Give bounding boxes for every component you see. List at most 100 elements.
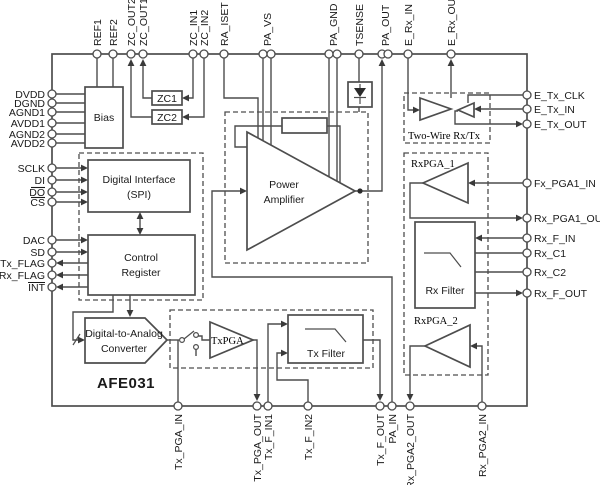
control-register-label-line2: Register xyxy=(121,267,161,279)
pin-label-sd: SD xyxy=(30,247,45,259)
wire-e-rx-in xyxy=(407,58,413,111)
pin-e-tx-in xyxy=(522,104,532,114)
pin-int xyxy=(47,282,57,292)
bias-label: Bias xyxy=(94,112,114,124)
arrow-pa-out xyxy=(378,59,386,66)
pin-dvdd xyxy=(47,89,57,99)
arrow-tx-f-in2 xyxy=(281,349,288,357)
pin-label-pa-vs: PA_VS xyxy=(262,13,274,46)
arrow-control-dac xyxy=(126,310,134,317)
pin-ra-iset xyxy=(219,49,229,59)
pin-label-rx-f-out: Rx_F_OUT xyxy=(534,288,588,300)
wire-rx-pga2-out xyxy=(409,345,425,396)
arrow-rx-f-out xyxy=(516,289,523,297)
wire-rx-pga2-in xyxy=(477,345,483,402)
pin-do xyxy=(47,187,57,197)
wire-zc-out1 xyxy=(142,64,152,99)
wire-pa-out xyxy=(355,64,383,192)
right-pins xyxy=(522,90,532,298)
pin-label-zc-in1: ZC_IN1 xyxy=(188,10,200,46)
arrow-e-rx-in xyxy=(413,106,420,114)
pin-sclk xyxy=(47,163,57,173)
switch-lever xyxy=(183,330,195,340)
pin-label-e-tx-out: E_Tx_OUT xyxy=(534,119,587,131)
tx-filter-label: Tx Filter xyxy=(307,348,345,360)
wire-zc-out2 xyxy=(130,64,152,118)
junction-pa-out xyxy=(357,188,363,194)
pin-e-tx-clk xyxy=(522,90,532,100)
pin-label-fx-pga1-in: Fx_PGA1_IN xyxy=(534,178,596,190)
two-wire-tx-amp xyxy=(455,101,475,119)
pin-tx-pga-in xyxy=(173,401,183,411)
spi-group-dashed-box xyxy=(78,152,204,301)
pin-zc-in2 xyxy=(199,49,209,59)
tx-path-dashed-box xyxy=(169,309,374,369)
zc2-block xyxy=(151,109,183,125)
pin-rx-c2 xyxy=(522,267,532,277)
pin-label-e-rx-out: E_Rx_OUT xyxy=(446,0,458,46)
wire-zc-in1 xyxy=(188,58,194,99)
rx-filter-block xyxy=(414,221,476,309)
arrow-tx-flag xyxy=(56,259,63,267)
pin-label-di: DI xyxy=(35,175,46,187)
arrow-zc-out1 xyxy=(139,59,147,66)
arrow-rx-pga2-out xyxy=(406,394,414,401)
pin-label-dac: DAC xyxy=(23,235,46,247)
pin-cs xyxy=(47,197,57,207)
arrow-e-rx-out xyxy=(447,59,455,66)
pin-label-avdd1: AVDD1 xyxy=(11,118,45,130)
pin-label-tx-f-in1: Tx_F_IN1 xyxy=(263,414,275,460)
pin-zc-out2 xyxy=(126,49,136,59)
pin-rx-flag xyxy=(47,270,57,280)
wire-ra-iset xyxy=(223,58,259,138)
arrow-tx-f-out xyxy=(376,394,384,401)
dac-label-line2: Converter xyxy=(101,343,148,355)
pin-rx-pga2-in xyxy=(477,401,487,411)
pin-pa-gnd-1 xyxy=(324,49,334,59)
diode-triangle xyxy=(354,88,366,97)
wire-tx-filter-out xyxy=(363,339,381,396)
arrow-dac-pin xyxy=(81,236,88,244)
pin-label-tx-pga-out: Tx_PGA_OUT xyxy=(252,413,264,481)
pin-label-tx-f-in2: Tx_F_IN2 xyxy=(303,414,315,460)
digital-interface-label-line2: (SPI) xyxy=(127,189,151,201)
pin-label-pa-gnd: PA_GND xyxy=(328,3,340,46)
two-wire-rx-amp xyxy=(419,96,454,122)
pin-pa-vs-1 xyxy=(258,49,268,59)
pin-label-e-rx-in: E_Rx_IN xyxy=(403,4,415,46)
pin-fx-pga1-in xyxy=(522,178,532,188)
pin-dgnd xyxy=(47,98,57,108)
wire-tx-f-in1 xyxy=(267,323,281,402)
wire-pa-in xyxy=(211,190,393,402)
wire-rx-pga1-out xyxy=(409,182,516,219)
digital-interface-block xyxy=(87,159,191,213)
pin-sd xyxy=(47,247,57,257)
pin-label-zc-in2: ZC_IN2 xyxy=(199,10,211,46)
pin-label-rx-pga2-in: Rx_PGA2_IN xyxy=(477,414,489,477)
bottom-pins xyxy=(173,401,487,411)
pin-label-avdd2: AVDD2 xyxy=(11,138,45,150)
arrow-rx-f-in xyxy=(475,234,482,242)
arrow-do xyxy=(81,188,88,196)
zc2-label: ZC2 xyxy=(157,112,177,124)
wire-e-tx-out xyxy=(454,110,516,125)
arrow-rx-flag xyxy=(56,271,63,279)
arrow-zc-out2 xyxy=(127,59,135,66)
arrow-zc-in1 xyxy=(182,94,189,102)
pin-agnd1 xyxy=(47,107,57,117)
arrow-e-tx-out xyxy=(516,120,523,128)
pin-rx-pga1-out xyxy=(522,213,532,223)
arrowheads xyxy=(56,59,523,401)
lowpass-glyph-rx-filter xyxy=(424,252,462,268)
pin-label-tx-flag: Tx_FLAG xyxy=(0,258,45,270)
arrow-rx-pga1-out xyxy=(516,214,523,222)
switch-common-contact xyxy=(179,337,186,344)
pin-tx-flag xyxy=(47,258,57,268)
arrow-dac-bus xyxy=(78,336,85,344)
pin-label-pa-in: PA_IN xyxy=(387,414,399,444)
dac-switch xyxy=(179,330,200,351)
pin-label-zc-out2: ZC_OUT2 xyxy=(126,0,138,46)
pin-label-pa-out: PA_OUT xyxy=(380,4,392,46)
pin-zc-in1 xyxy=(188,49,198,59)
rxpga2-label: RxPGA_2 xyxy=(414,316,458,327)
